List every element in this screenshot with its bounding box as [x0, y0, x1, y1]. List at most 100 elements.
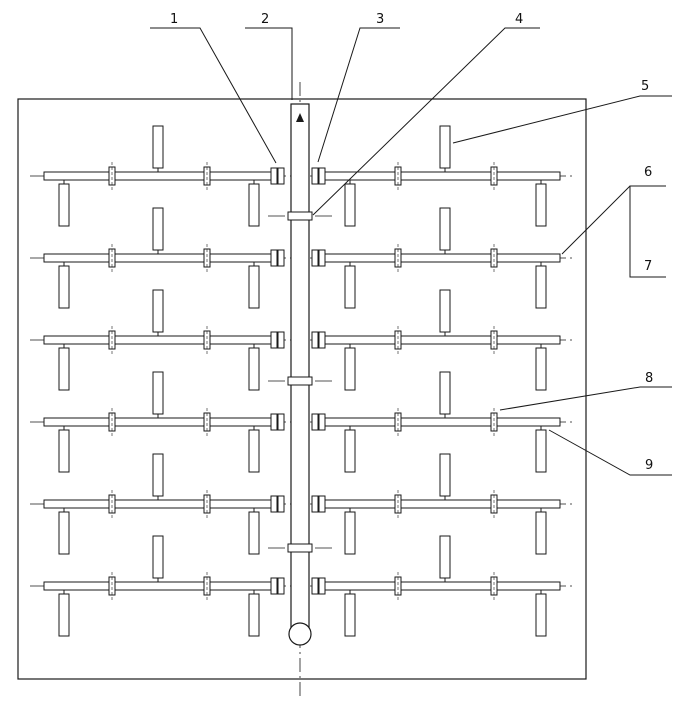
flange: [318, 577, 326, 595]
branch-pipes-layer: [30, 125, 575, 637]
flange: [277, 331, 285, 349]
nozzle-down: [535, 429, 547, 473]
nozzle-down: [344, 183, 356, 227]
branch-pipe-left: [43, 171, 285, 181]
callout-9-leader: [548, 429, 672, 476]
flange: [311, 495, 319, 513]
nozzle-down: [344, 265, 356, 309]
flange: [270, 331, 278, 349]
callout-label-5: 5: [641, 79, 649, 94]
nozzle-down: [58, 511, 70, 555]
nozzle-down: [535, 183, 547, 227]
callout-label-7: 7: [644, 259, 652, 274]
callout-7-bracket: [629, 185, 666, 278]
nozzle-down: [58, 183, 70, 227]
nozzle-up: [152, 371, 164, 415]
nozzle-up: [439, 371, 451, 415]
branch-row-3: [30, 289, 575, 391]
callout-4-leader: [312, 27, 540, 216]
callout-label-1: 1: [170, 12, 178, 27]
flange: [318, 167, 326, 185]
flange: [318, 495, 326, 513]
branch-pipe-left: [43, 253, 285, 263]
callout-8-leader: [499, 386, 672, 411]
callouts-layer: 1 2 3 4 5 6 7 8 9: [150, 12, 672, 476]
flange: [318, 249, 326, 267]
nozzle-up: [439, 289, 451, 333]
callout-label-8: 8: [645, 371, 653, 386]
nozzle-down: [58, 347, 70, 391]
nozzle-down: [58, 593, 70, 637]
nozzle-up: [439, 453, 451, 497]
callout-2-leader: [245, 27, 293, 100]
callout-6-leader: [561, 185, 666, 255]
nozzle-down: [248, 183, 260, 227]
tank-outline: [17, 98, 587, 680]
nozzle-up: [439, 207, 451, 251]
nozzle-down: [58, 429, 70, 473]
flange: [311, 413, 319, 431]
nozzle-down: [535, 347, 547, 391]
callout-label-4: 4: [515, 12, 523, 27]
frame-layer: [17, 98, 587, 680]
nozzle-down: [248, 593, 260, 637]
callout-5-leader: [452, 95, 672, 144]
flange: [311, 167, 319, 185]
callout-label-9: 9: [645, 458, 653, 473]
callout-label-2: 2: [261, 12, 269, 27]
main-pipe-layer: [268, 103, 332, 646]
nozzle-down: [248, 429, 260, 473]
flange: [318, 413, 326, 431]
nozzle-up: [152, 207, 164, 251]
main-pipe-clamp-3: [287, 543, 313, 553]
nozzle-down: [344, 593, 356, 637]
branch-row-4: [30, 371, 575, 473]
nozzle-up: [152, 289, 164, 333]
callout-label-3: 3: [376, 12, 384, 27]
flange: [277, 495, 285, 513]
callout-1-leader: [150, 27, 277, 164]
main-pipe: [290, 103, 310, 640]
flange: [270, 413, 278, 431]
callout-3-leader: [317, 27, 400, 163]
nozzle-down: [248, 511, 260, 555]
flange: [311, 331, 319, 349]
main-pipe-clamp-1: [287, 211, 313, 221]
nozzle-down: [344, 511, 356, 555]
flange: [277, 577, 285, 595]
flange: [270, 249, 278, 267]
nozzle-down: [248, 265, 260, 309]
branch-pipe-right: [315, 581, 561, 591]
branch-pipe-left: [43, 335, 285, 345]
nozzle-down: [248, 347, 260, 391]
branch-pipe-left: [43, 417, 285, 427]
flange: [270, 495, 278, 513]
branch-pipe-right: [315, 417, 561, 427]
flange: [311, 249, 319, 267]
nozzle-down: [344, 347, 356, 391]
branch-pipe-left: [43, 499, 285, 509]
flange: [277, 413, 285, 431]
branch-pipe-right: [315, 253, 561, 263]
flange: [277, 249, 285, 267]
branch-row-5: [30, 453, 575, 555]
nozzle-down: [535, 511, 547, 555]
flange: [277, 167, 285, 185]
flange: [311, 577, 319, 595]
main-pipe-clamp-2: [287, 376, 313, 386]
nozzle-up: [152, 535, 164, 579]
nozzle-down: [58, 265, 70, 309]
nozzle-down: [535, 265, 547, 309]
nozzle-up: [439, 125, 451, 169]
nozzle-up: [152, 125, 164, 169]
branch-row-2: [30, 207, 575, 309]
branch-row-1: [30, 125, 575, 227]
branch-pipe-right: [315, 335, 561, 345]
flange: [270, 167, 278, 185]
branch-pipe-right: [315, 499, 561, 509]
nozzle-up: [439, 535, 451, 579]
main-pipe-end-circle: [288, 622, 312, 646]
nozzle-down: [535, 593, 547, 637]
flange: [270, 577, 278, 595]
